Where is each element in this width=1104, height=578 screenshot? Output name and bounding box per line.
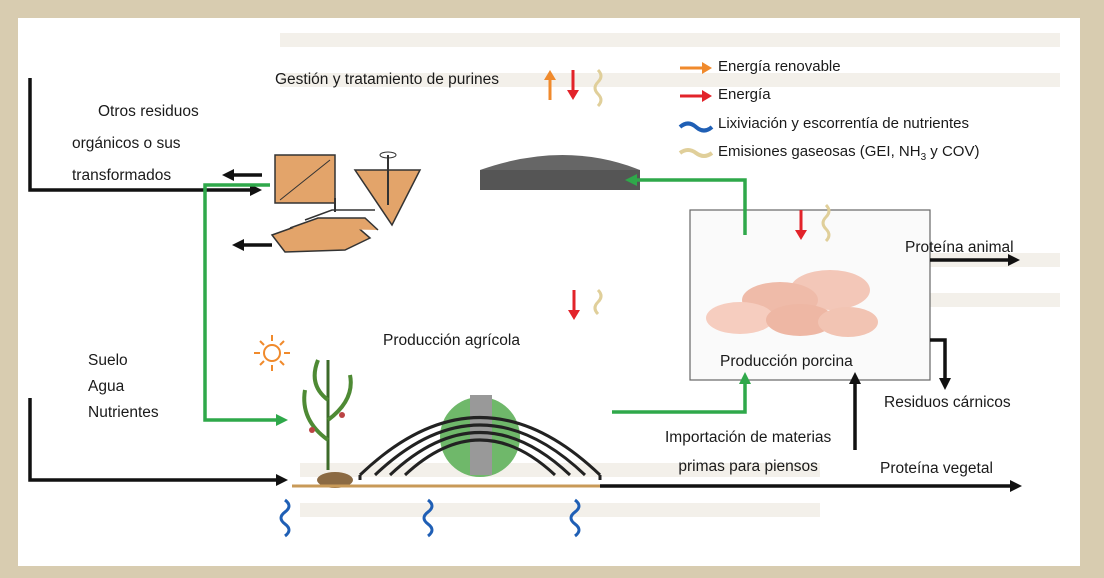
legend-emisiones-post: y COV): [926, 143, 980, 160]
importacion-line1: Importación de materias: [665, 429, 832, 446]
nutrientes-label: Nutrientes: [88, 404, 159, 421]
flow-arrows-black: [28, 78, 1012, 488]
gestion-tanks: [270, 151, 640, 253]
legend-emisiones: Emisiones gaseosas (GEI, NH3 y COV): [718, 143, 979, 163]
legend-energia-renovable: Energía renovable: [718, 58, 841, 75]
legend-emisiones-pre: Emisiones gaseosas (GEI, NH: [718, 143, 921, 160]
produccion-agricola-label: Producción agrícola: [383, 332, 520, 349]
energy-arrows-diagram: [544, 70, 807, 320]
sun-icon: [254, 335, 290, 371]
otros-residuos-line2: orgánicos o sus: [72, 135, 181, 152]
importacion-line2: primas para piensos: [678, 458, 818, 475]
arrowheads-green: [276, 174, 751, 426]
legend-energia: Energía: [718, 86, 771, 103]
otros-residuos-line1: Otros residuos: [98, 103, 199, 120]
agua-label: Agua: [88, 378, 125, 395]
pigs-illustration: [706, 270, 878, 337]
legend-emisiones-sub: 3: [920, 152, 927, 163]
biogas-dome: [358, 395, 602, 480]
gestion-label: Gestión y tratamiento de purines: [275, 71, 500, 88]
flow-arrows-green: [203, 178, 747, 422]
gas-emissions: [593, 68, 831, 316]
produccion-porcina-label: Producción porcina: [720, 353, 853, 370]
legend-icons: [678, 62, 714, 158]
leaching-waves: [279, 498, 581, 538]
suelo-label: Suelo: [88, 352, 128, 369]
legend-lixiviacion: Lixiviación y escorrentía de nutrientes: [718, 115, 969, 132]
proteina-vegetal-label: Proteína vegetal: [880, 460, 993, 477]
proteina-animal-label: Proteína animal: [905, 239, 1014, 256]
residuos-carnicos-label: Residuos cárnicos: [884, 394, 1011, 411]
otros-residuos-line3: transformados: [72, 167, 172, 184]
arrowheads-black: [222, 169, 1022, 492]
plant-illustration: [302, 359, 353, 488]
